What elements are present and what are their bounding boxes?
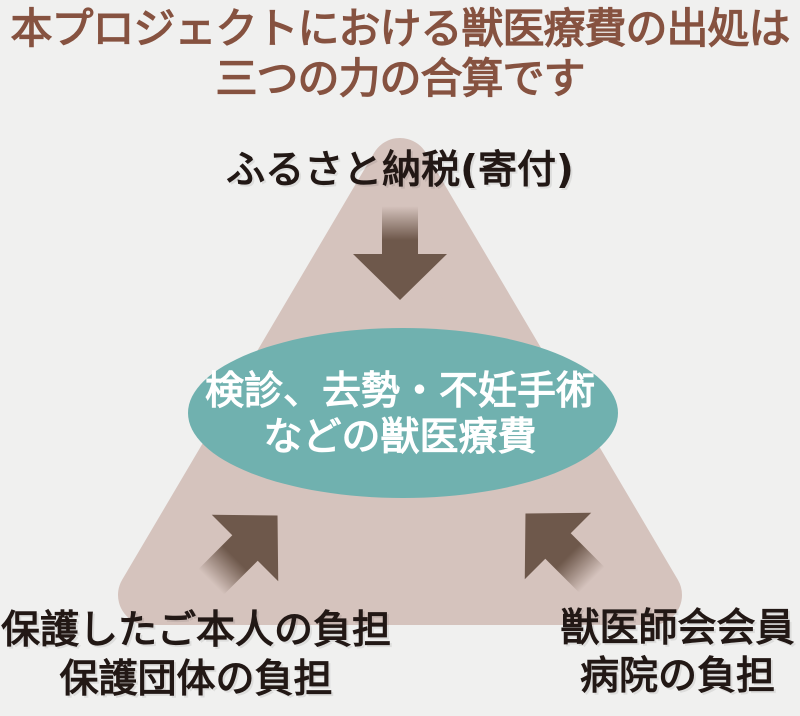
label-vet-costs-line2: などの獣医療費 [263,415,537,460]
label-rescuer-burden: 保護したご本人の負担 保護団体の負担 [0,606,392,704]
label-vet-association-burden: 獣医師会会員 病院の負担 [545,605,800,701]
label-rescuer-burden-line2: 保護団体の負担 [59,657,333,702]
label-vet-association-burden-line2: 病院の負担 [579,654,775,699]
label-hometown-tax-text: ふるさと納税(寄付) [226,148,574,193]
center-ellipse [188,328,618,498]
label-vet-costs: 検診、去勢・不妊手術 などの獣医療費 [0,369,800,461]
label-rescuer-burden-line1: 保護したご本人の負担 [0,608,391,653]
label-vet-association-burden-line1: 獣医師会会員 [560,606,795,651]
page-title-line2: 三つの力の合算です [215,54,585,103]
label-vet-costs-line1: 検診、去勢・不妊手術 [204,369,595,414]
label-hometown-tax: ふるさと納税(寄付) [0,148,800,194]
page-title: 本プロジェクトにおける獣医療費の出処は 三つの力の合算です [0,4,800,104]
page-title-line1: 本プロジェクトにおける獣医療費の出処は [10,4,790,53]
